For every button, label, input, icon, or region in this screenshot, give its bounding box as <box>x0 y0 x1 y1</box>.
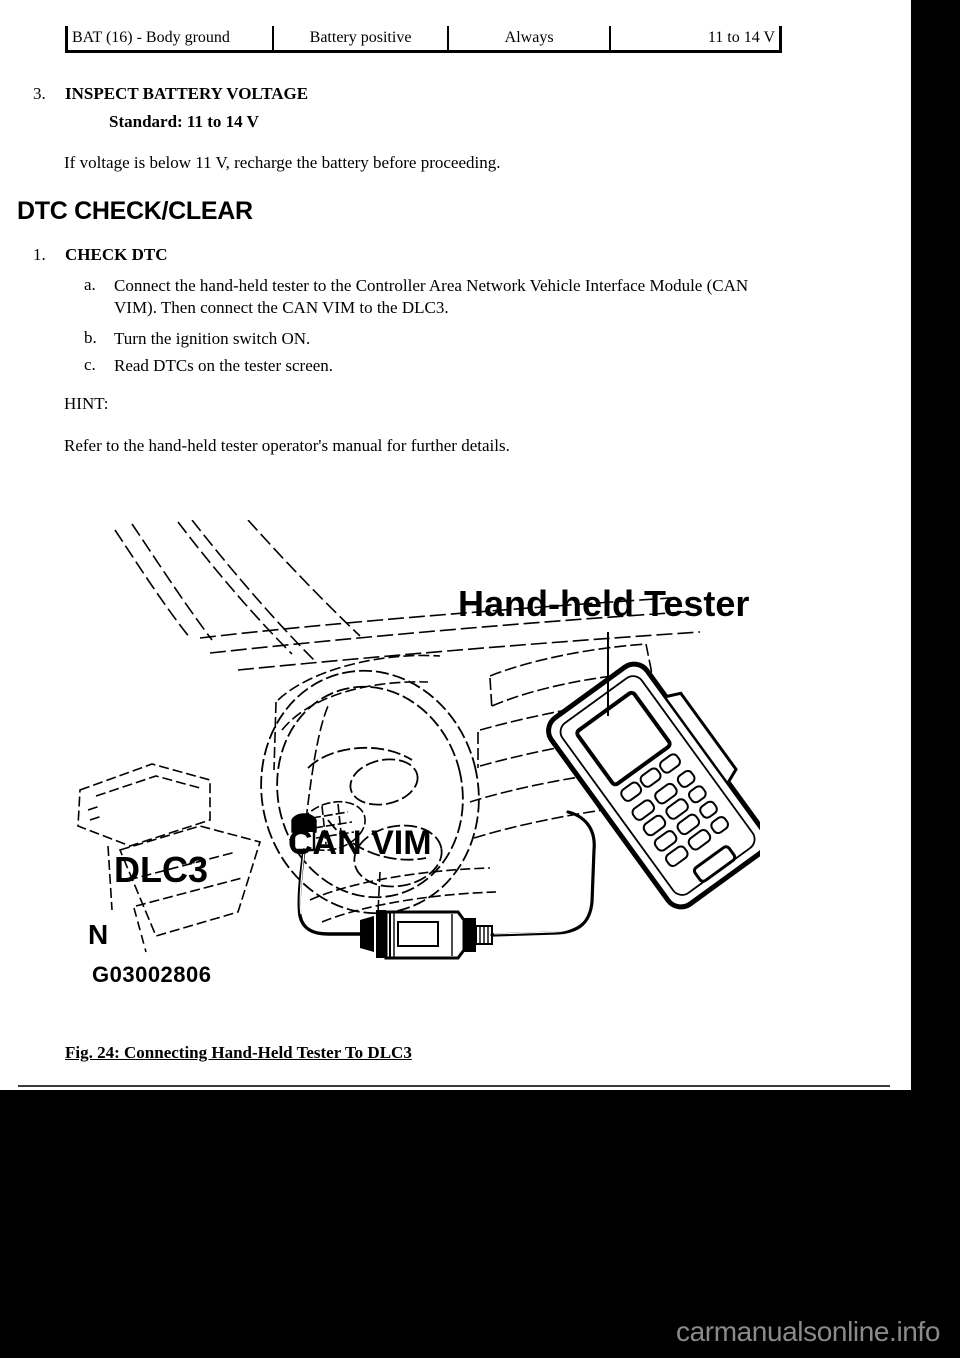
hint-text: Refer to the hand-held tester operator's… <box>64 436 510 455</box>
instrument-cluster <box>273 654 441 821</box>
specification-table: BAT (16) - Body ground Battery positive … <box>65 26 782 53</box>
figure-caption: Fig. 24: Connecting Hand-Held Tester To … <box>65 1043 412 1062</box>
section-heading: DTC CHECK/CLEAR <box>17 197 253 225</box>
step-3-note: If voltage is below 11 V, recharge the b… <box>64 153 501 172</box>
can-vim-module <box>360 910 493 960</box>
step-1-title: CHECK DTC <box>65 245 168 264</box>
step-3-standard: Standard: 11 to 14 V <box>109 112 259 131</box>
table-cell-specified-condition: 11 to 14 V <box>609 26 779 50</box>
dlc3-connector <box>291 813 317 852</box>
table-cell-terminals: BAT (16) - Body ground <box>72 29 230 46</box>
sub-item-c-letter: c. <box>84 355 96 374</box>
windshield-lines <box>114 520 361 661</box>
sub-item-b-letter: b. <box>84 328 97 347</box>
label-dlc3: DLC3 <box>114 849 208 890</box>
step-3-number: 3. <box>33 84 46 103</box>
steering-wheel <box>260 669 480 915</box>
lower-dash-panel <box>309 867 497 923</box>
dlc3-cable <box>297 848 362 936</box>
table-cell-condition: Battery positive <box>272 26 447 50</box>
north-leader-line <box>133 907 147 953</box>
label-north: N <box>88 919 108 950</box>
table-cell-switch: Always <box>446 26 610 50</box>
figure-illustration: Hand-held Tester CAN VIM DLC3 N G0300280… <box>60 520 760 1000</box>
dashboard-top-edge <box>199 597 701 671</box>
sub-item-a-line2: VIM). Then connect the CAN VIM to the DL… <box>114 298 449 317</box>
step-3-title: INSPECT BATTERY VOLTAGE <box>65 84 309 103</box>
table-row: BAT (16) - Body ground Battery positive … <box>68 26 779 50</box>
label-can-vim: CAN VIM <box>288 824 432 862</box>
hint-label: HINT: <box>64 394 109 413</box>
sub-item-a-line1: Connect the hand-held tester to the Cont… <box>114 276 749 295</box>
dlc3-cable-highlight <box>299 851 305 915</box>
hand-held-tester-device <box>546 661 760 910</box>
center-console <box>77 763 262 937</box>
sub-item-a-text: Connect the hand-held tester to the Cont… <box>114 275 874 319</box>
footer-divider <box>18 1085 890 1087</box>
tester-cable-highlight <box>493 901 590 935</box>
figure-code: G03002806 <box>92 962 212 987</box>
site-watermark: carmanualsonline.info <box>676 1316 940 1347</box>
can-vim-to-tester-cable <box>490 810 596 937</box>
sub-item-a-letter: a. <box>84 275 96 294</box>
sub-item-b-text: Turn the ignition switch ON. <box>114 329 311 348</box>
sub-item-c-text: Read DTCs on the tester screen. <box>114 356 334 375</box>
page-sheet: BAT (16) - Body ground Battery positive … <box>0 0 911 1090</box>
step-1-number: 1. <box>33 245 46 264</box>
label-hand-held-tester: Hand-held Tester <box>458 583 749 624</box>
